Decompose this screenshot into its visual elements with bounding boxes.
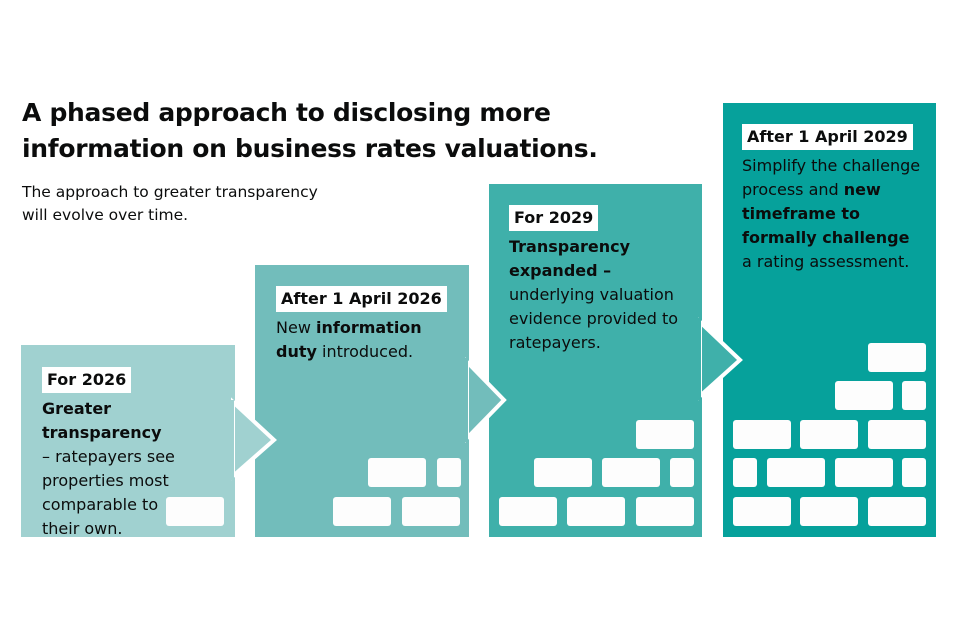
phase-3-content: For 2029 Transparency expanded – underly… [509, 205, 684, 355]
phase-4-bold: new timeframe to formally challenge [742, 180, 910, 247]
phase-4-pre: Simplify the challenge process and [742, 156, 921, 199]
phase-3-tag: For 2029 [509, 205, 599, 231]
phase-2-tag: After 1 April 2026 [276, 286, 447, 312]
phase-3-text: underlying valuation evidence provided t… [509, 285, 679, 352]
phase-3-bold: Transparency expanded – [509, 237, 631, 280]
subtitle: The approach to greater transparency wil… [22, 183, 318, 224]
arrow-3 [698, 317, 743, 401]
phase-1-content: For 2026 Greater transparency – ratepayer… [42, 367, 232, 541]
phase-panel-3 [489, 184, 702, 537]
page-title: A phased approach to disclosing more inf… [22, 98, 598, 163]
phase-4-tag: After 1 April 2029 [742, 124, 913, 150]
arrow-1 [231, 397, 277, 481]
phase-2-content: After 1 April 2026 New information duty … [276, 286, 451, 364]
phase-2-bold: information duty [276, 318, 422, 361]
phase-1-text: – ratepayers see properties most compara… [42, 447, 175, 538]
phase-1-bold: Greater transparency [42, 399, 162, 442]
phase-panel-4 [723, 103, 936, 537]
phase-2-pre: New [276, 318, 316, 337]
phase-2-text: introduced. [316, 342, 414, 361]
phase-1-tag: For 2026 [42, 367, 132, 393]
phase-4-content: After 1 April 2029 Simplify the challeng… [742, 124, 922, 274]
arrow-2 [465, 357, 507, 443]
phase-4-text: a rating assessment. [742, 252, 910, 271]
